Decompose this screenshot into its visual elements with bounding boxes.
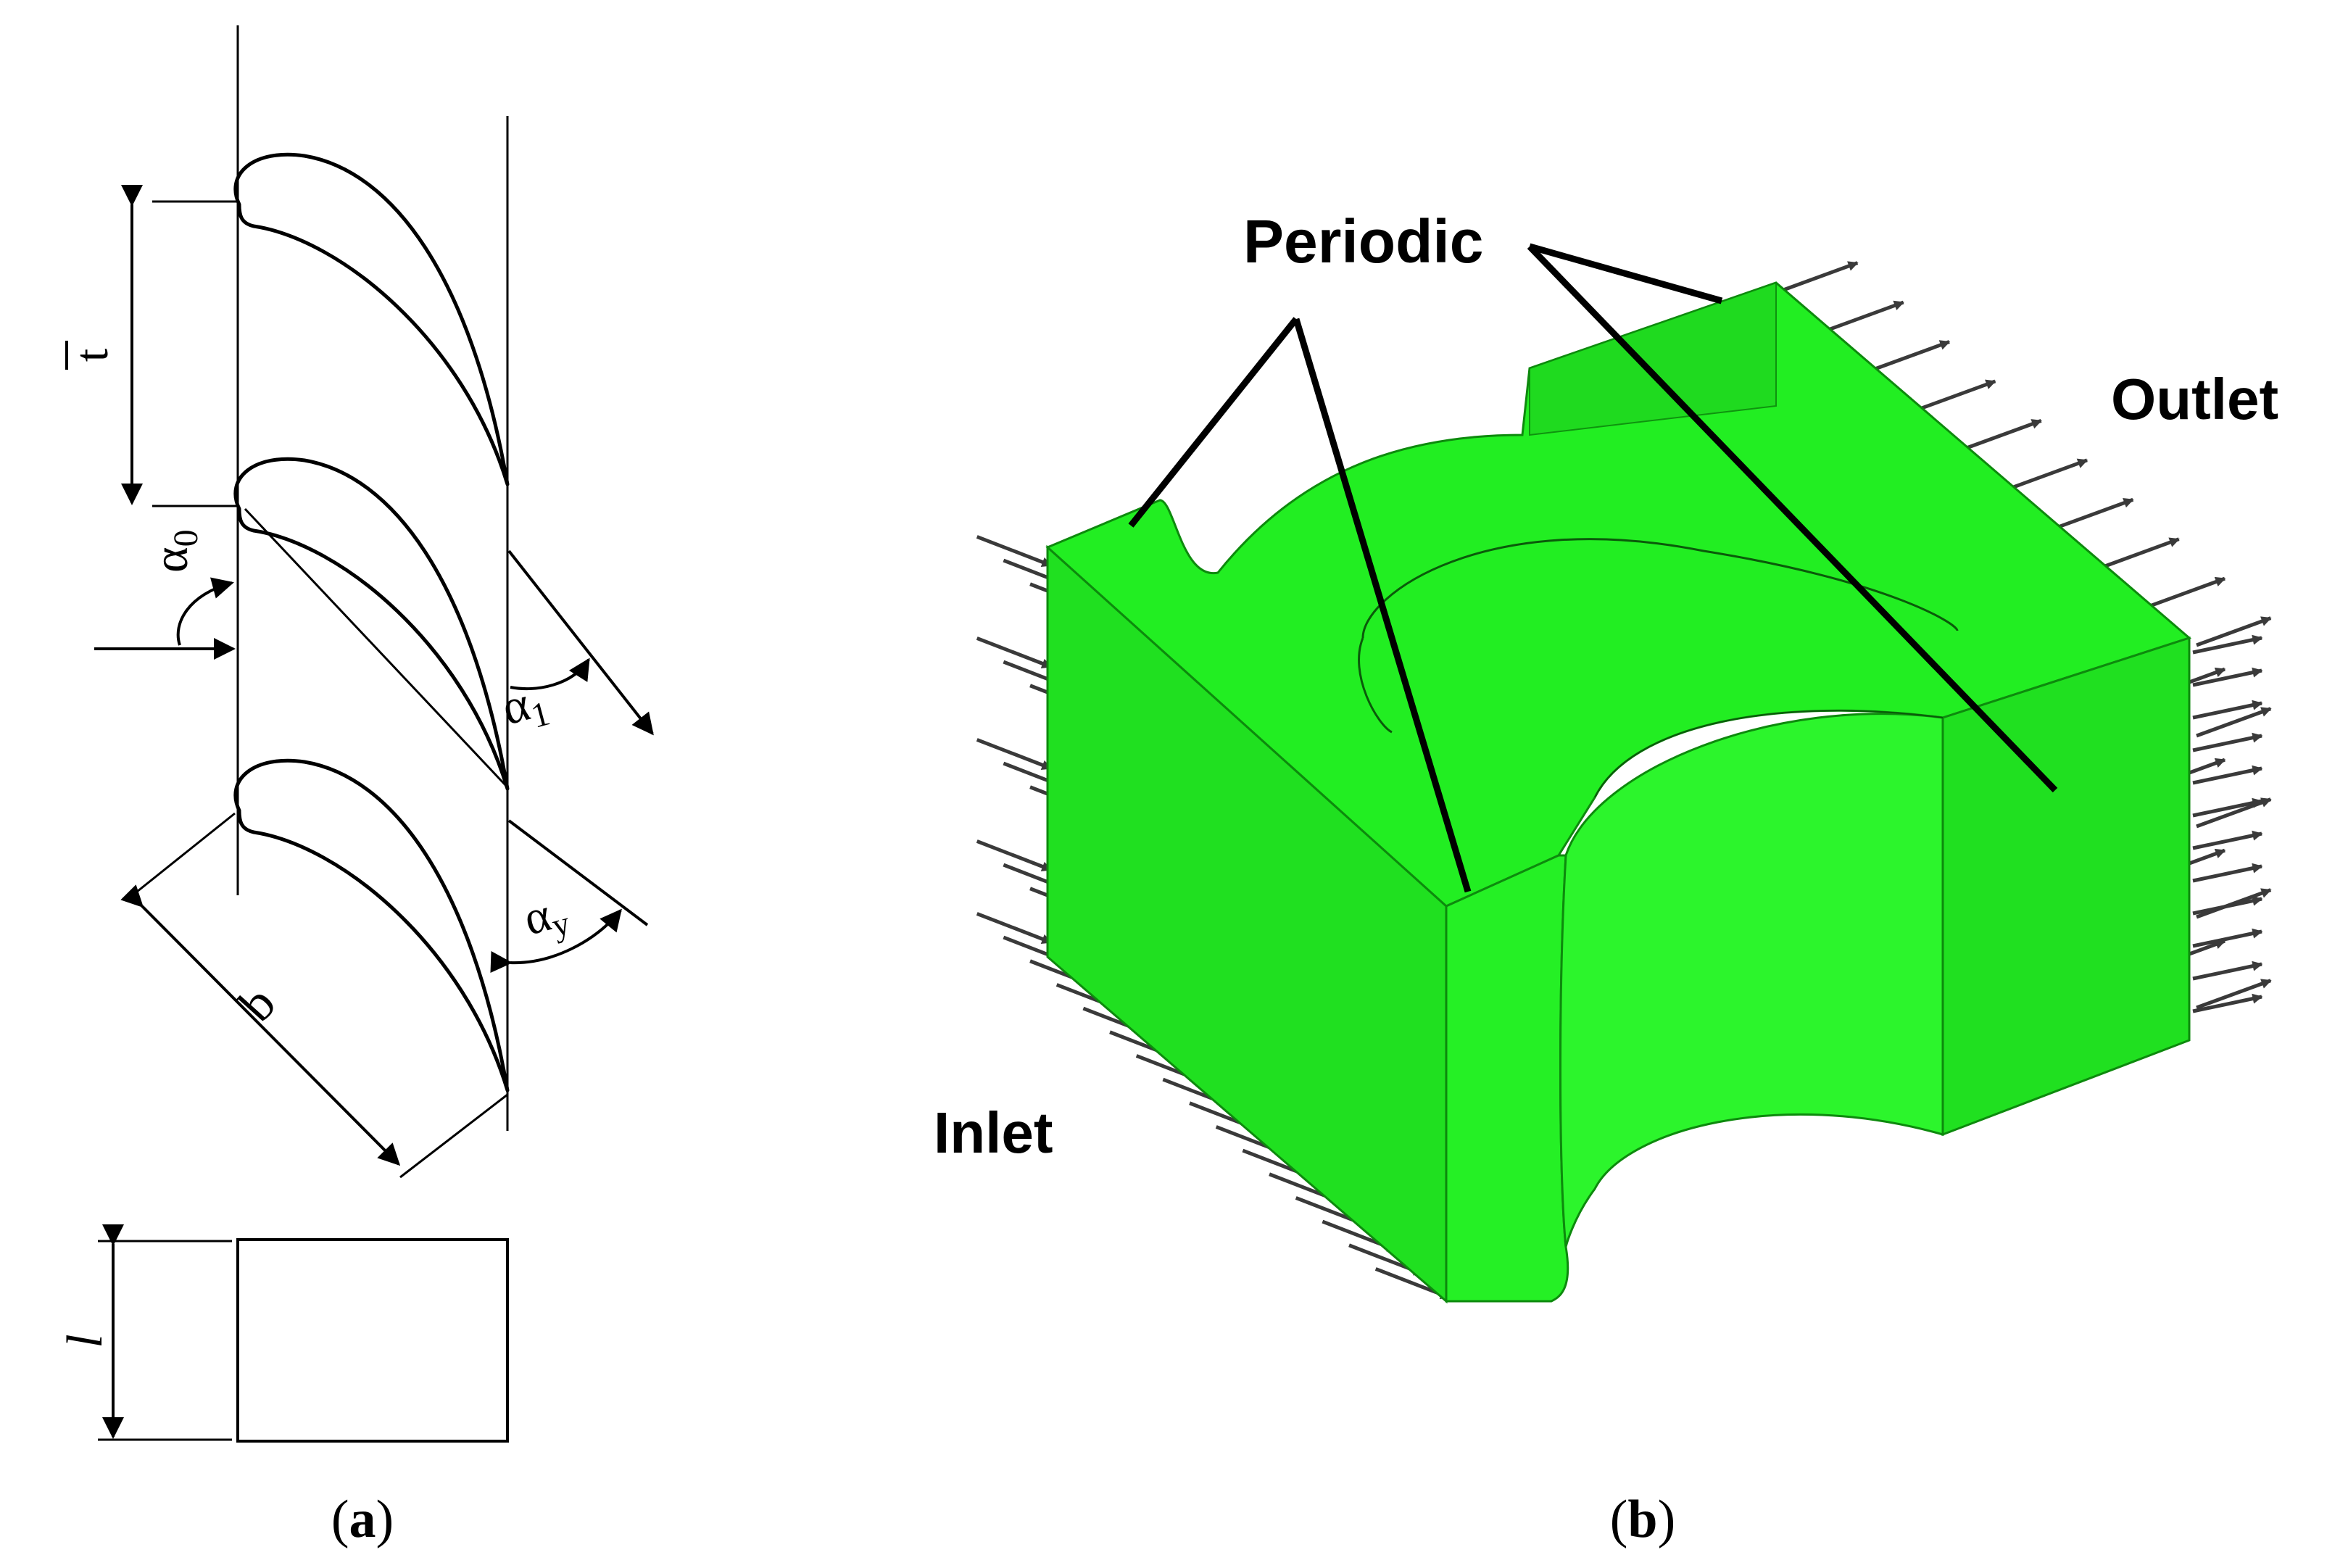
- domain-inner-curve: [1559, 713, 1944, 1248]
- flow-arrow: [2012, 458, 2089, 489]
- periodic-leader-1: [1128, 317, 1299, 528]
- stagger-line: [507, 819, 649, 926]
- blade-middle: [233, 457, 510, 791]
- periodic-leader-3: [1528, 243, 1723, 304]
- flow-arrow: [2104, 537, 2180, 568]
- flow-arrow: [976, 912, 1053, 945]
- chord-dimension: [120, 884, 401, 1166]
- periodic-leader-2: [1293, 318, 1472, 893]
- flow-arrow: [2192, 732, 2263, 752]
- flow-arrow: [2196, 707, 2272, 738]
- flow-arrow: [2192, 667, 2263, 687]
- flow-arrow: [2196, 979, 2272, 1010]
- caption-a: (a): [331, 1490, 394, 1549]
- inlet-label: Inlet: [934, 1100, 1053, 1165]
- flow-arrow: [976, 535, 1053, 568]
- flow-arrow: [2192, 700, 2263, 720]
- outlet-flow-arrow: [507, 549, 654, 736]
- flow-arrow: [1874, 340, 1951, 371]
- flow-arrow: [2192, 895, 2263, 916]
- domain-outlet-face: [1941, 636, 2191, 1137]
- outlet-angle-arc: [510, 658, 590, 691]
- green-domain: [1045, 281, 2192, 1304]
- caption-b: (b): [1610, 1490, 1675, 1549]
- periodic-label: Periodic: [1243, 207, 1483, 275]
- panel-b-computational-domain: Periodic Outlet Inlet (b): [934, 207, 2278, 1549]
- flow-arrow: [976, 636, 1053, 669]
- flow-arrow: [1783, 261, 1859, 292]
- periodic-leader-4: [1527, 244, 2058, 793]
- panel-a-cascade-diagram: t α0 α1 αy b l: [57, 25, 654, 1549]
- outlet-angle-label: α1: [496, 671, 554, 743]
- outlet-label: Outlet: [2111, 367, 2278, 431]
- pitch-label: t: [65, 349, 118, 362]
- flow-arrow: [2192, 961, 2263, 981]
- domain-back-wall: [1529, 281, 1777, 436]
- flow-arrow: [976, 738, 1053, 771]
- blade-top: [233, 152, 510, 486]
- flow-arrow: [2192, 765, 2263, 785]
- flow-arrow: [2149, 576, 2226, 607]
- stagger-angle-arc: [490, 908, 622, 974]
- flow-arrow: [2192, 797, 2263, 818]
- flow-arrow: [2192, 634, 2263, 655]
- flow-arrow: [2192, 830, 2263, 850]
- inlet-angle-label: α0: [143, 529, 205, 573]
- flow-arrow: [2058, 497, 2134, 529]
- domain-front-face: [1445, 854, 1569, 1303]
- chord-line: [244, 507, 509, 789]
- flow-arrow: [2192, 863, 2263, 883]
- flow-arrow: [1966, 419, 2042, 450]
- stagger-angle-label: αy: [518, 884, 573, 950]
- flow-arrow: [2196, 616, 2272, 647]
- inlet-angle-arc: [176, 577, 234, 646]
- span-rectangle: [236, 1238, 509, 1443]
- flow-arrow: [2192, 928, 2263, 948]
- flow-arrow: [1828, 300, 1904, 331]
- flow-arrow: [976, 839, 1053, 872]
- blade-bottom: [233, 758, 510, 1092]
- span-label: l: [57, 1334, 113, 1348]
- flow-arrow: [2192, 993, 2263, 1013]
- flow-arrow: [1920, 379, 1996, 410]
